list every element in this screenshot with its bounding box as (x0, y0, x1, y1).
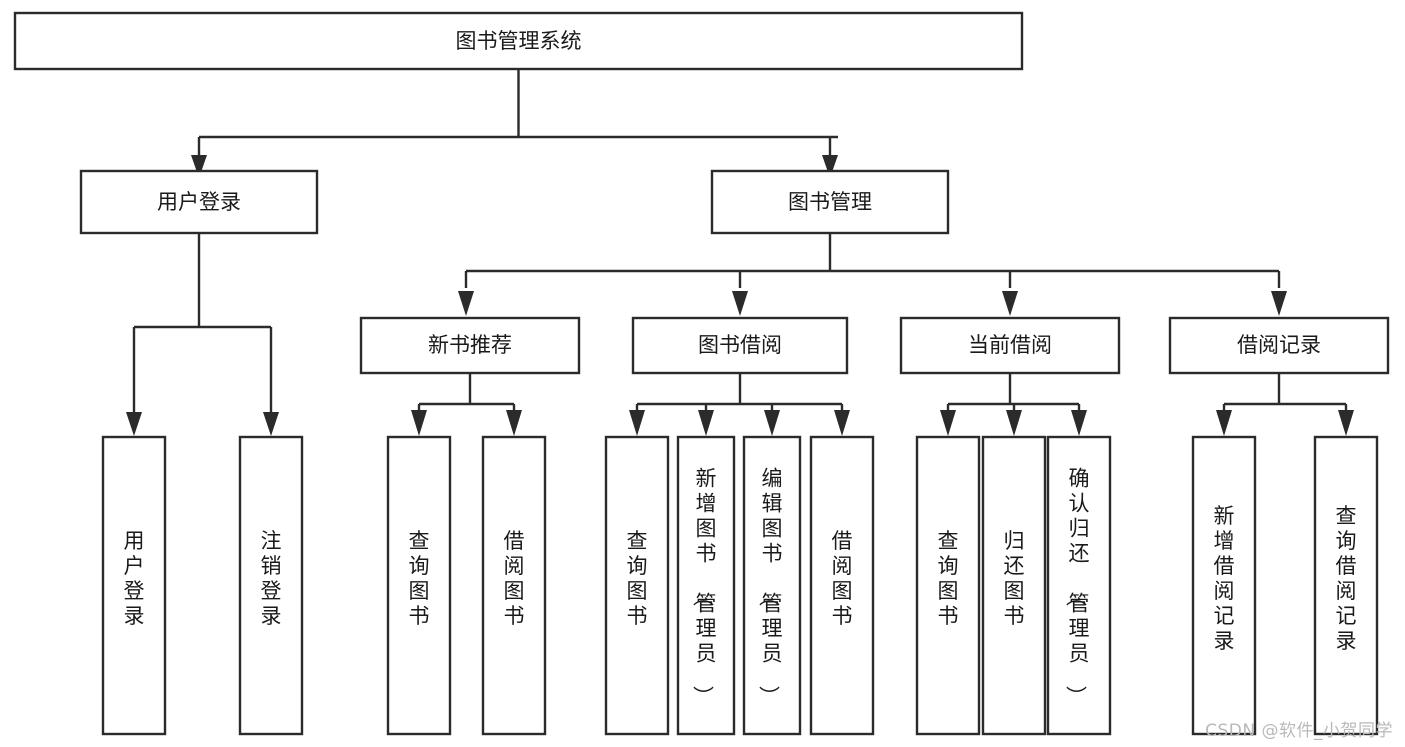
node-new-book-recommend[interactable]: 新书推荐 (359, 316, 581, 375)
node-leaf-borrow-book-box (809, 435, 875, 736)
node-borrow-record[interactable]: 借阅记录 (1168, 316, 1390, 375)
node-leaf-confirm-return-label: 确认归还（管理员） (1064, 467, 1090, 707)
arrowhead-leaf-borrow-book (834, 410, 850, 436)
node-leaf-borrow-book-rec-label: 借阅图书 (504, 529, 525, 628)
node-leaf-query-record-label: 查询借阅记录 (1336, 504, 1357, 653)
connector-user-login-bus (132, 233, 273, 414)
node-new-book-recommend-label: 新书推荐 (428, 333, 512, 357)
node-book-manage-label: 图书管理 (788, 190, 872, 214)
node-leaf-user-logout-label: 注销登录 (261, 529, 282, 628)
node-book-borrow-label: 图书借阅 (698, 333, 782, 357)
node-leaf-edit-book-box (742, 435, 802, 736)
arrowhead-leaf-return-book (1006, 410, 1022, 436)
node-leaf-add-book-box (676, 435, 736, 736)
node-book-manage[interactable]: 图书管理 (710, 169, 950, 235)
arrowhead-leaf-query-book-rec (411, 410, 427, 436)
arrowhead-book-manage (822, 155, 838, 178)
arrowhead-leaf-add-record (1216, 410, 1232, 436)
node-leaf-add-record[interactable]: 新增借阅记录 (1191, 435, 1257, 736)
arrowhead-borrow-record (1271, 291, 1287, 316)
connector-layer (126, 69, 1354, 436)
node-leaf-add-record-box (1191, 435, 1257, 736)
node-leaf-borrow-book[interactable]: 借阅图书 (809, 435, 875, 736)
node-leaf-return-book-label: 归还图书 (1004, 529, 1025, 628)
connector-new-book-recommend-bus (417, 373, 516, 414)
node-leaf-query-book-rec[interactable]: 查询图书 (386, 435, 452, 736)
arrowhead-current-borrow (1002, 291, 1018, 316)
node-leaf-borrow-book-rec-box (481, 435, 547, 736)
node-root-label: 图书管理系统 (456, 29, 582, 53)
node-book-borrow[interactable]: 图书借阅 (631, 316, 849, 375)
connector-book-borrow-bus (635, 373, 844, 414)
node-leaf-query-book-borrow[interactable]: 查询图书 (604, 435, 670, 736)
node-leaf-return-book-box (981, 435, 1047, 736)
node-leaf-query-book-current-box (915, 435, 981, 736)
node-leaf-query-book-rec-box (386, 435, 452, 736)
node-leaf-query-record-box (1313, 435, 1379, 736)
connector-borrow-record-bus (1222, 373, 1348, 414)
node-leaf-query-book-borrow-label: 查询图书 (627, 529, 648, 628)
node-leaf-user-login[interactable]: 用户登录 (101, 435, 167, 736)
node-leaf-confirm-return[interactable]: 确认归还（管理员） (1046, 435, 1112, 736)
arrowhead-user-login (191, 155, 207, 178)
arrowhead-leaf-query-record (1338, 410, 1354, 436)
node-leaf-query-record[interactable]: 查询借阅记录 (1313, 435, 1379, 736)
connector-book-manage-bus (464, 233, 1281, 288)
arrowhead-new-book-recommend (458, 291, 474, 316)
node-leaf-add-book-label: 新增图书（管理员） (691, 467, 717, 707)
node-leaf-borrow-book-label: 借阅图书 (832, 529, 853, 628)
connector-current-borrow-bus (946, 373, 1081, 414)
node-user-login-box (79, 169, 319, 235)
node-leaf-add-record-label: 新增借阅记录 (1214, 504, 1235, 653)
node-root-box (13, 11, 1024, 71)
node-leaf-query-book-current[interactable]: 查询图书 (915, 435, 981, 736)
node-leaf-user-login-label: 用户登录 (124, 529, 145, 628)
node-leaf-add-book[interactable]: 新增图书（管理员） (676, 435, 736, 736)
node-leaf-borrow-book-rec[interactable]: 借阅图书 (481, 435, 547, 736)
node-current-borrow-label: 当前借阅 (968, 333, 1052, 357)
node-book-borrow-box (631, 316, 849, 375)
node-leaf-edit-book-label: 编辑图书（管理员） (757, 467, 783, 707)
node-book-manage-box (710, 169, 950, 235)
node-leaf-user-login-box (101, 435, 167, 736)
arrowhead-leaf-query-book-borrow (629, 410, 645, 436)
arrowhead-leaf-add-book (698, 410, 714, 436)
node-new-book-recommend-box (359, 316, 581, 375)
node-leaf-return-book[interactable]: 归还图书 (981, 435, 1047, 736)
node-leaf-query-book-current-label: 查询图书 (938, 529, 959, 628)
node-leaf-query-book-rec-label: 查询图书 (409, 529, 430, 628)
node-root[interactable]: 图书管理系统 (13, 11, 1024, 71)
arrowhead-leaf-confirm-return (1071, 410, 1087, 436)
arrowhead-leaf-query-book-current (940, 410, 956, 436)
csdn-watermark: CSDN @软件_小贺同学 (1205, 721, 1393, 741)
arrowhead-leaf-edit-book (764, 410, 780, 436)
node-current-borrow[interactable]: 当前借阅 (899, 316, 1121, 375)
arrowhead-leaf-user-logout (263, 412, 279, 436)
node-user-login-label: 用户登录 (157, 190, 241, 214)
node-borrow-record-label: 借阅记录 (1237, 333, 1321, 357)
arrowhead-book-borrow (732, 291, 748, 316)
node-borrow-record-box (1168, 316, 1390, 375)
node-leaf-user-logout-box (238, 435, 304, 736)
arrowhead-leaf-borrow-book-rec (506, 410, 522, 436)
node-current-borrow-box (899, 316, 1121, 375)
node-user-login[interactable]: 用户登录 (79, 169, 319, 235)
connector-root-bus (197, 69, 838, 169)
arrowhead-leaf-user-login (126, 412, 142, 436)
node-leaf-query-book-borrow-box (604, 435, 670, 736)
node-leaf-confirm-return-box (1046, 435, 1112, 736)
node-leaf-user-logout[interactable]: 注销登录 (238, 435, 304, 736)
node-leaf-edit-book[interactable]: 编辑图书（管理员） (742, 435, 802, 736)
